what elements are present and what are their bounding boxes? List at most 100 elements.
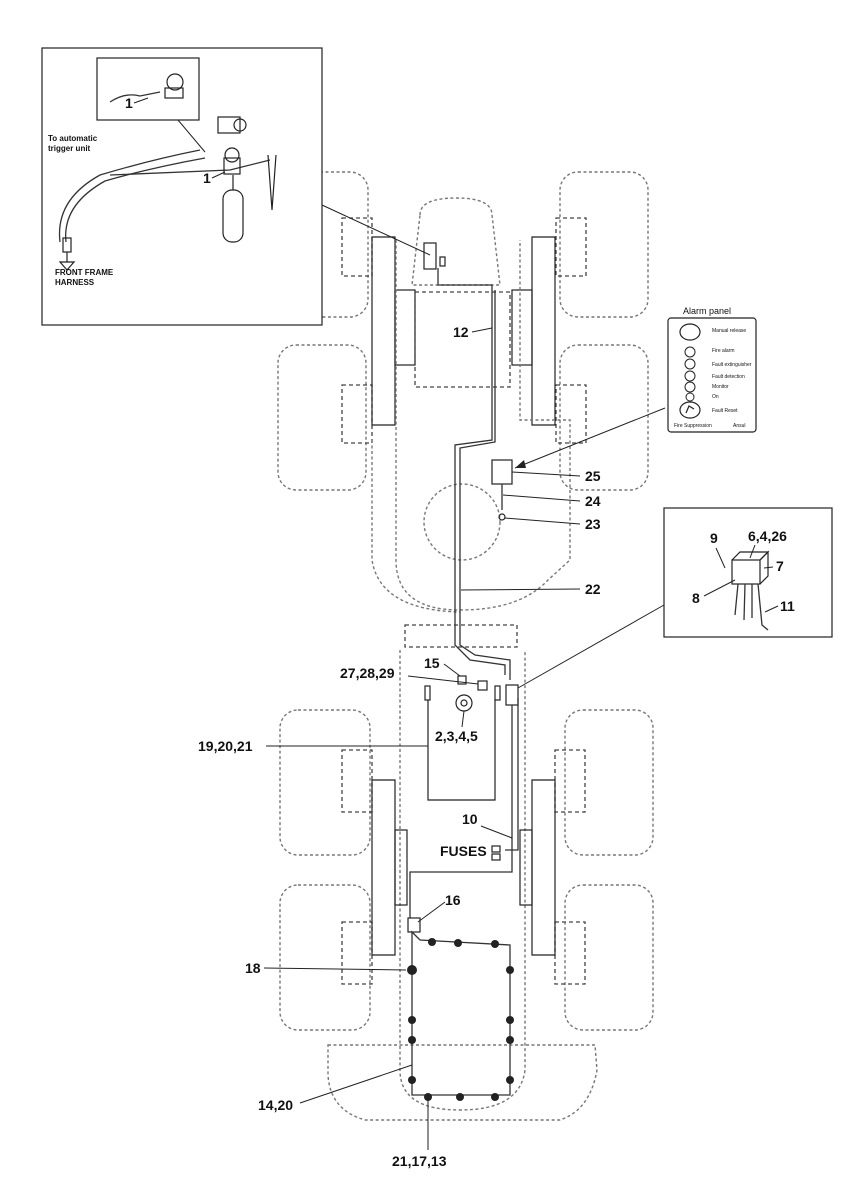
lead-1-detail — [133, 97, 149, 104]
lead-8 — [703, 579, 736, 597]
bottle-gauge — [224, 147, 240, 163]
axle-right-block — [511, 289, 533, 366]
callout-9: 9 — [710, 530, 718, 546]
front-engine-block — [414, 291, 511, 388]
alarm-panel-pointer — [514, 407, 666, 469]
axle-right — [531, 236, 556, 426]
lead-14 — [299, 1064, 413, 1104]
note-trigger-line1: To automatic — [48, 134, 98, 143]
harness-to-rear — [409, 705, 513, 918]
rear-axle-left — [371, 779, 396, 956]
lead-25 — [511, 471, 581, 477]
reset-button — [679, 401, 701, 419]
inset-detail-frame — [96, 57, 200, 121]
note-harness-line2: HARNESS — [55, 278, 95, 287]
front-agent-bottle — [423, 242, 437, 270]
alarm-panel-box — [491, 459, 513, 485]
detail-hose — [109, 91, 161, 103]
front-hood — [411, 197, 501, 286]
callout-15: 15 — [424, 655, 440, 671]
wheel-rear-right-inner — [564, 884, 654, 1031]
alarm-panel-title: Alarm panel — [683, 306, 731, 316]
lead-22 — [460, 588, 581, 591]
panel-footer-left: Fire Suppression — [674, 423, 712, 429]
lead-1-main — [211, 171, 226, 179]
node — [408, 1076, 416, 1084]
hub-fl2 — [341, 384, 373, 444]
lamp — [685, 392, 695, 402]
node — [454, 939, 462, 947]
callout-11: 11 — [780, 598, 795, 614]
alarm-panel-arrowhead — [515, 460, 526, 468]
lamp — [684, 370, 696, 382]
lead-10 — [480, 825, 513, 839]
node — [407, 965, 417, 975]
node — [506, 966, 514, 974]
control-box-side — [759, 550, 769, 585]
callout-10: 10 — [462, 811, 478, 827]
panel-row-5: Monitor — [712, 384, 729, 390]
trigger-hose-b — [65, 157, 206, 243]
callout-12: 12 — [453, 324, 469, 340]
node — [491, 940, 499, 948]
reset-check-icon — [685, 405, 695, 414]
connector-27 — [477, 680, 488, 691]
hub-rr1 — [554, 749, 586, 813]
fuse-holder-a — [491, 845, 501, 853]
indicator-lamps — [684, 346, 696, 402]
rear-counterweight — [327, 1044, 598, 1121]
callout-24: 24 — [585, 493, 601, 509]
control-unit-pointer — [517, 604, 665, 689]
lead-2 — [461, 710, 465, 728]
note-harness-line1: FRONT FRAME — [55, 268, 114, 277]
front-body-left — [371, 440, 461, 613]
wheel-front-right-inner — [559, 344, 649, 491]
articulation-joint — [404, 624, 518, 648]
callout-27-28-29: 27,28,29 — [340, 665, 395, 681]
hub-rr2 — [554, 921, 586, 985]
callout-8: 8 — [692, 590, 700, 606]
callout-14-20: 14,20 — [258, 1097, 293, 1113]
harness-arrow — [58, 252, 76, 271]
detection-nodes — [407, 938, 514, 1101]
node — [424, 1093, 432, 1101]
axle-left-block — [394, 289, 416, 366]
lead-27 — [407, 675, 479, 685]
rear-axle-left-block — [394, 829, 408, 906]
callout-25: 25 — [585, 468, 601, 484]
wheel-rear-right-outer — [564, 709, 654, 856]
panel-row-1: Manual release — [712, 328, 746, 334]
axle-left — [371, 236, 396, 426]
lead-15 — [443, 663, 461, 677]
wheel-rear-left-inner — [279, 884, 371, 1031]
wheel-rear-left-outer — [279, 709, 371, 856]
control-box — [731, 559, 761, 585]
trigger-hose-a — [58, 149, 201, 243]
rear-item-b — [494, 685, 501, 701]
callout-6-4-26: 6,4,26 — [748, 528, 787, 544]
node — [506, 1076, 514, 1084]
articulation-circle — [423, 483, 501, 561]
callout-1-detail: 1 — [125, 95, 133, 111]
node — [408, 1016, 416, 1024]
fuses-label: FUSES — [440, 843, 487, 859]
inset-trigger-pointer — [321, 204, 431, 256]
panel-footer-right: Ansul — [733, 423, 746, 429]
node — [456, 1093, 464, 1101]
lead-18 — [263, 967, 407, 971]
callouts: 12 25 24 23 22 15 27,28,29 2,3,4,5 19,20… — [198, 324, 601, 1169]
wiring-harness — [407, 242, 519, 1101]
panel-row-2: Fire alarm — [712, 348, 735, 354]
wheel-front-right-outer — [559, 171, 649, 318]
main-harness-b — [459, 290, 511, 680]
note-trigger-line2: trigger unit — [48, 144, 91, 153]
wheel-front-left-inner — [277, 344, 367, 491]
control-unit-frame — [663, 507, 833, 638]
node — [428, 938, 436, 946]
panel-row-3: Fault extinguisher — [712, 362, 752, 368]
detail-pointer — [177, 119, 206, 153]
hub-rl2 — [341, 921, 373, 985]
front-actuator — [439, 256, 446, 267]
trigger-knob — [233, 118, 247, 132]
